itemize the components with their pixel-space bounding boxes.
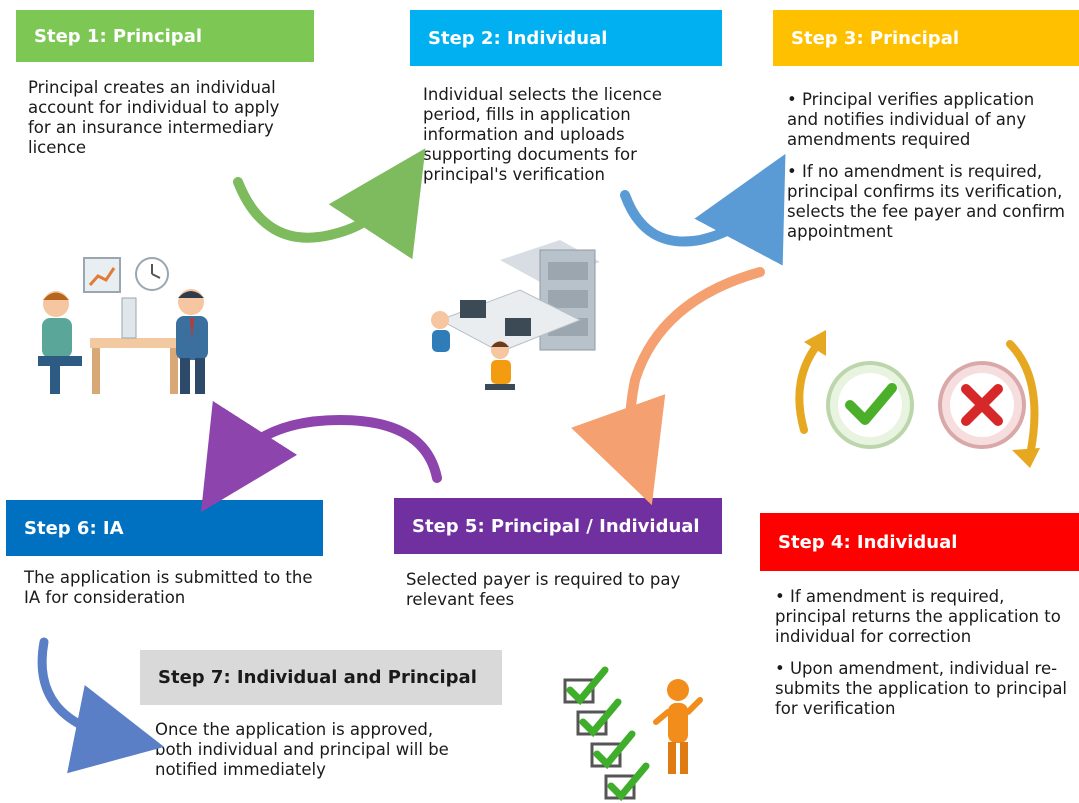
approve-reject-icon bbox=[795, 330, 1040, 468]
arrow-step6-to-step7 bbox=[37, 637, 165, 774]
office-workers-illustration bbox=[431, 240, 600, 390]
arrow-step5-to-step6 bbox=[201, 400, 442, 513]
arrow-step1-to-step2 bbox=[233, 148, 426, 260]
step7-header: Step 7: Individual and Principal bbox=[140, 650, 502, 705]
step5-paragraph: Selected payer is required to pay releva… bbox=[406, 570, 681, 609]
step2-text: Individual selects the licence period, f… bbox=[423, 85, 713, 197]
step7-paragraph: Once the application is approved, both i… bbox=[155, 720, 449, 779]
step2-paragraph: Individual selects the licence period, f… bbox=[423, 85, 662, 184]
step3-paragraph-1: • Principal verifies application and not… bbox=[787, 90, 1035, 149]
step4-paragraph-1: • If amendment is required, principal re… bbox=[775, 587, 1061, 646]
step1-paragraph: Principal creates an individual account … bbox=[28, 78, 280, 157]
step4-text: • If amendment is required, principal re… bbox=[775, 587, 1075, 731]
step4-header: Step 4: Individual bbox=[760, 513, 1079, 571]
step7-text: Once the application is approved, both i… bbox=[155, 720, 475, 792]
step6-text: The application is submitted to the IA f… bbox=[24, 568, 314, 620]
step1-text: Principal creates an individual account … bbox=[28, 78, 288, 170]
step1-header: Step 1: Principal bbox=[16, 10, 314, 62]
step4-paragraph-2: • Upon amendment, individual re-submits … bbox=[775, 659, 1068, 718]
step2-header: Step 2: Individual bbox=[410, 10, 722, 66]
arrow-step3-to-step5 bbox=[571, 267, 765, 506]
meeting-illustration bbox=[38, 257, 208, 394]
checklist-person-illustration bbox=[563, 666, 703, 802]
step3-text: • Principal verifies application and not… bbox=[787, 90, 1069, 254]
step5-text: Selected payer is required to pay releva… bbox=[406, 570, 706, 622]
step6-paragraph: The application is submitted to the IA f… bbox=[24, 568, 313, 607]
step3-paragraph-2: • If no amendment is required, principal… bbox=[787, 162, 1065, 241]
arrow-step2-to-step3 bbox=[620, 153, 786, 266]
step3-header: Step 3: Principal bbox=[773, 10, 1079, 66]
step5-header: Step 5: Principal / Individual bbox=[394, 498, 722, 554]
